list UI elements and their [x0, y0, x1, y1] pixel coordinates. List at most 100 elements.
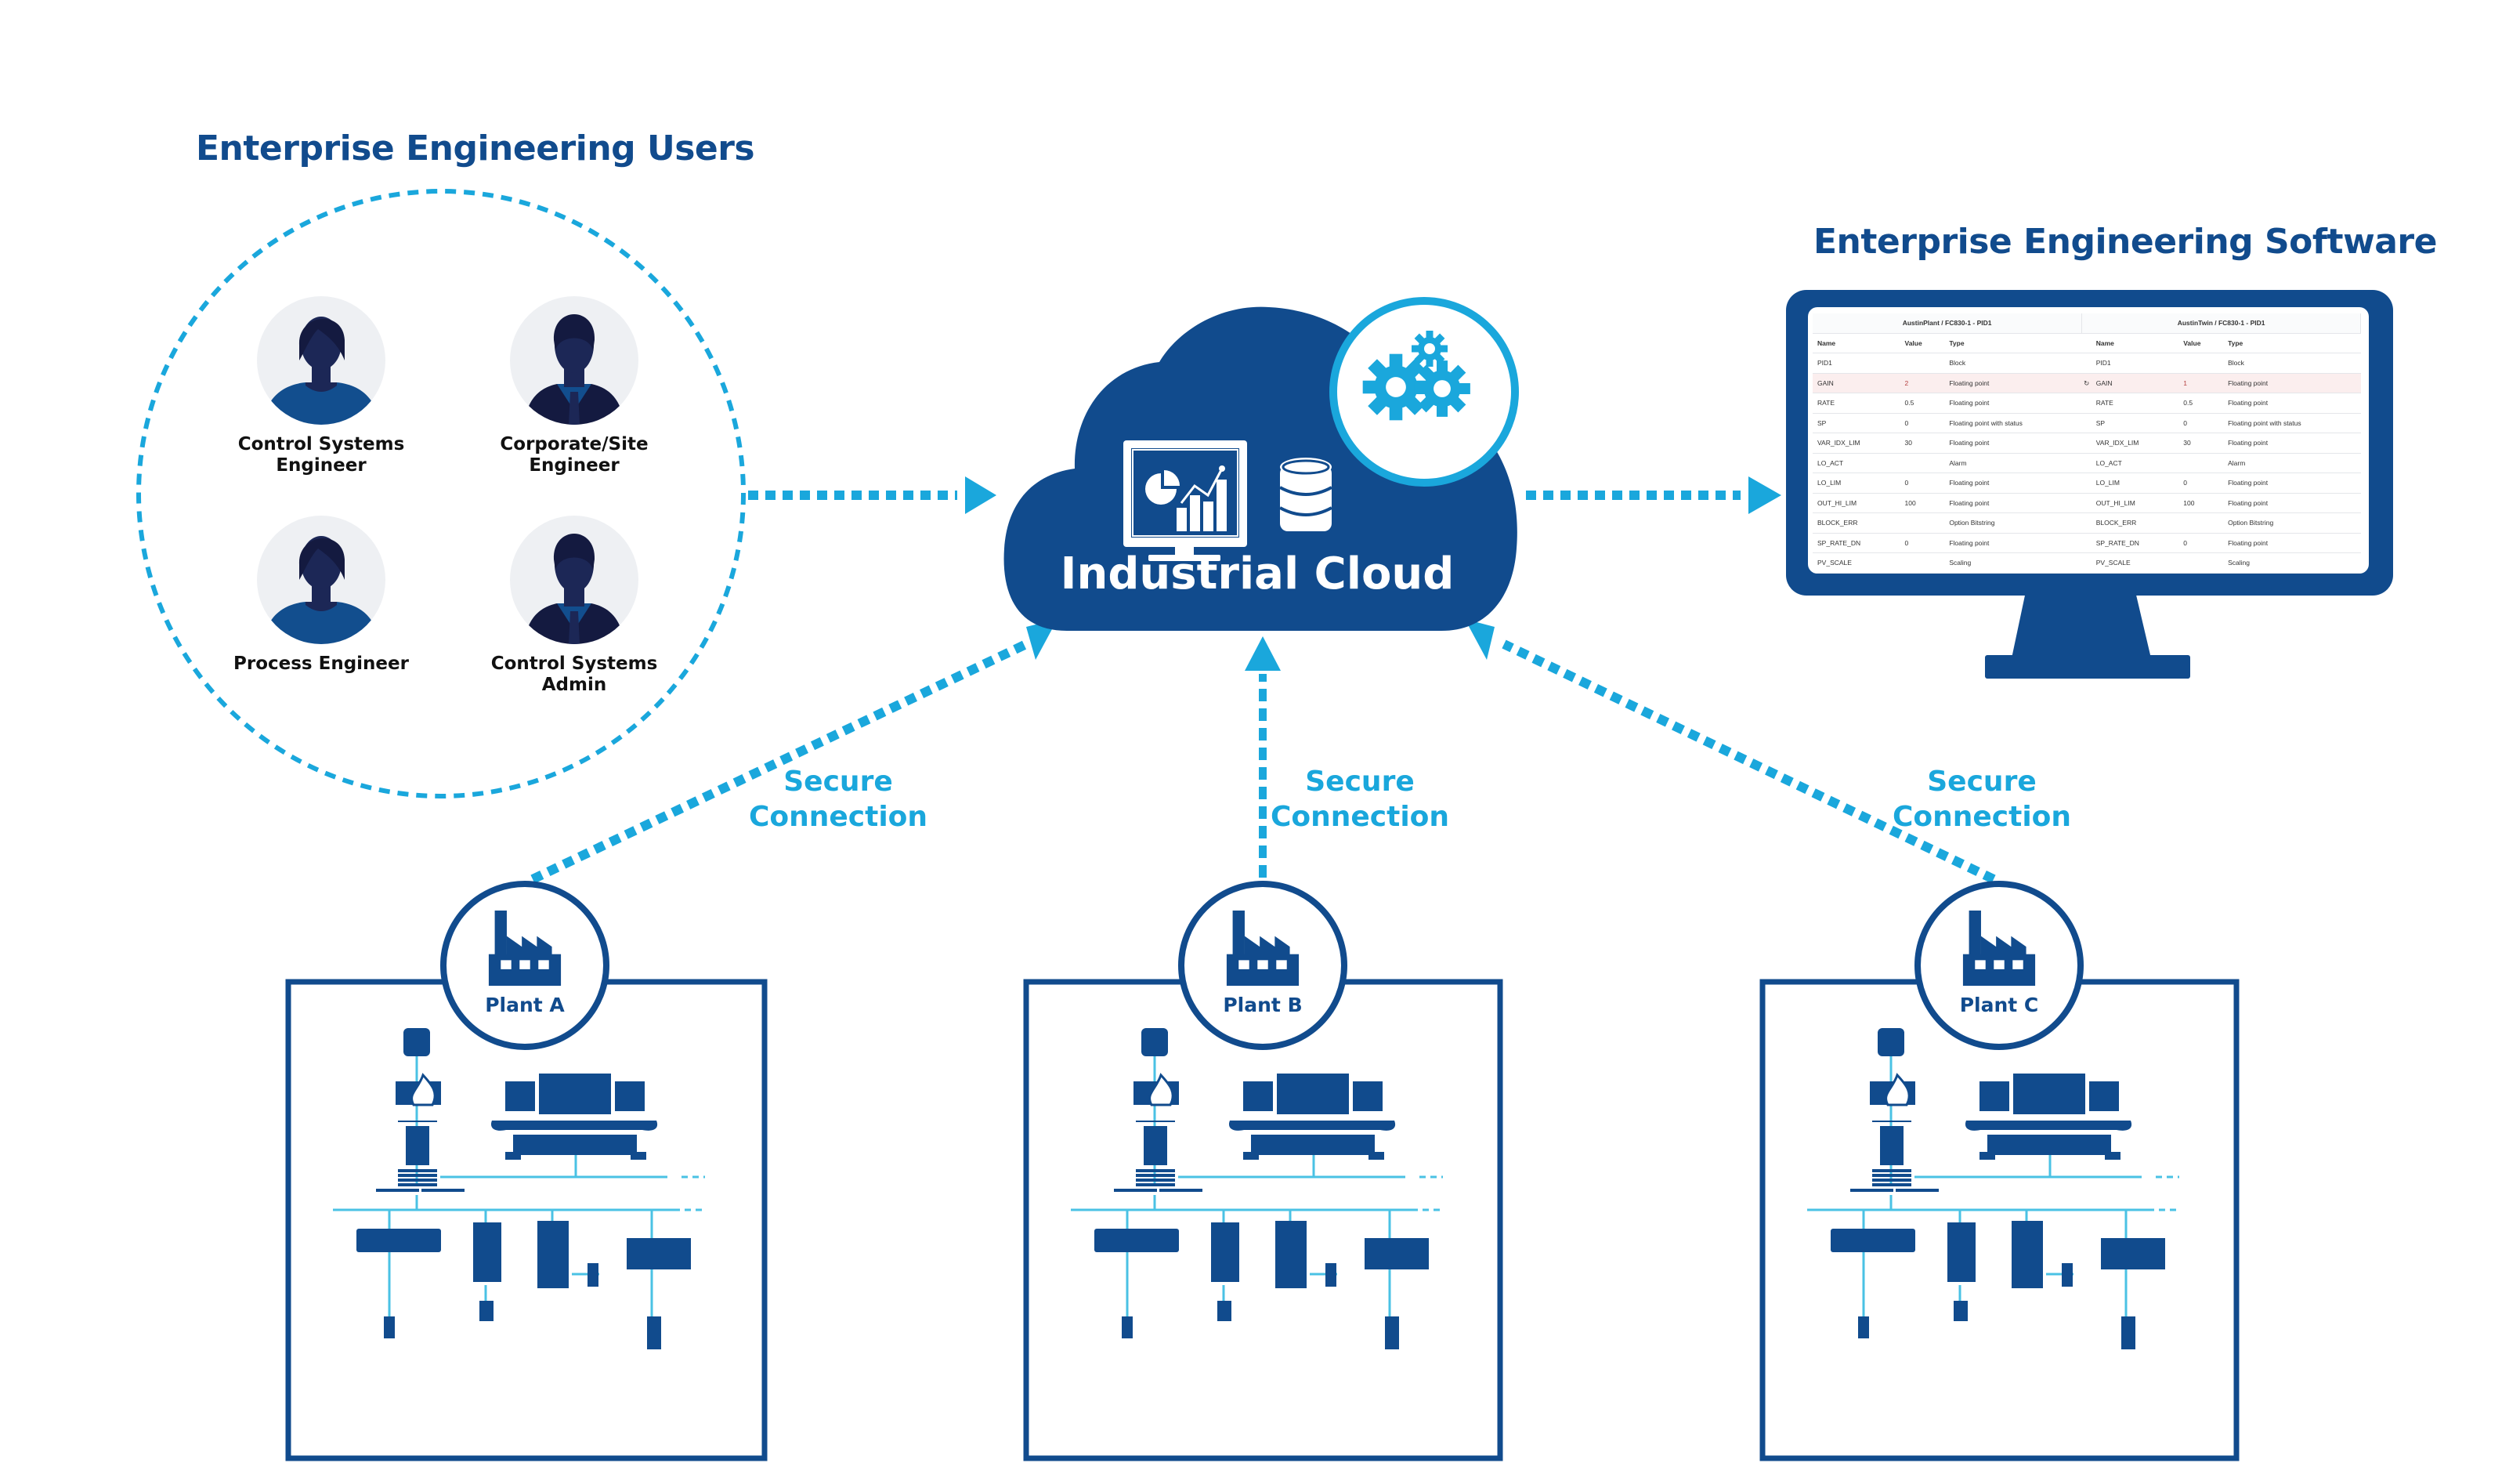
type-cell: Alarm	[2223, 453, 2361, 473]
plant-b-label: Plant B	[1223, 994, 1303, 1016]
plant-boxes	[285, 979, 2240, 1461]
name-cell: LO_ACT	[2091, 453, 2179, 473]
users-section-title: Enterprise Engineering Users	[196, 129, 755, 168]
type-cell: Floating point	[1944, 373, 2082, 393]
plant-c-connection-arrow	[1465, 619, 1996, 884]
name-cell: GAIN	[1813, 373, 1900, 393]
type-cell: Floating point	[2223, 393, 2361, 414]
column-header: Type	[2223, 333, 2361, 353]
row-gap	[2081, 473, 2092, 494]
name-cell: SP_RATE_DN	[1813, 533, 1900, 553]
value-cell	[1900, 552, 1945, 574]
name-cell: VAR_IDX_LIM	[2091, 433, 2179, 454]
type-cell: Floating point	[1944, 393, 2082, 414]
plant-a-label: Plant A	[485, 994, 565, 1016]
plant-a-connection-arrow	[530, 619, 1058, 884]
value-cell: 0.5	[1900, 393, 1945, 414]
value-cell	[2178, 512, 2224, 534]
type-cell: Block	[2223, 353, 2361, 374]
row-gap	[2081, 433, 2092, 454]
row-gap	[2081, 552, 2092, 574]
users-to-cloud-arrow	[748, 476, 996, 514]
comparison-table: AustinPlant / FC830-1 - PID1 AustinTwin …	[1813, 313, 2361, 574]
row-gap	[2081, 393, 2092, 414]
type-cell: Floating point	[1944, 493, 2082, 513]
cloud-label: Industrial Cloud	[1060, 549, 1455, 599]
type-cell: Floating point	[1944, 473, 2082, 494]
type-cell: Floating point	[1944, 533, 2082, 553]
sync-icon[interactable]: ↻	[2081, 373, 2092, 393]
value-cell: 0	[1900, 533, 1945, 553]
value-cell	[1900, 512, 1945, 534]
name-cell: VAR_IDX_LIM	[1813, 433, 1900, 454]
secure-connection-label-b: Secure Connection	[1270, 766, 1450, 833]
analytics-monitor-icon	[1123, 440, 1247, 561]
plant-b-connection-arrow	[1245, 636, 1281, 878]
column-header: Name	[1813, 333, 1900, 353]
name-cell: OUT_HI_LIM	[1813, 493, 1900, 513]
name-cell: PV_SCALE	[2091, 552, 2179, 574]
value-cell: 0	[1900, 473, 1945, 494]
column-header-row: Name Value Type Name Value Type	[1813, 333, 2361, 353]
value-cell	[2178, 552, 2224, 574]
plant-network-diagram	[1806, 1027, 2181, 1351]
name-cell: OUT_HI_LIM	[2091, 493, 2179, 513]
row-gap	[2081, 353, 2092, 374]
secure-connection-label-c: Secure Connection	[1892, 766, 2072, 833]
female-avatar-icon	[263, 536, 379, 644]
user-label-process-engineer: Process Engineer	[233, 654, 409, 674]
name-cell: BLOCK_ERR	[1813, 512, 1900, 534]
male-suit-avatar-icon	[524, 534, 624, 644]
type-cell: Scaling	[2223, 552, 2361, 574]
software-screen: AustinPlant / FC830-1 - PID1 AustinTwin …	[1808, 307, 2369, 574]
gears-icon	[1329, 297, 1519, 487]
name-cell: RATE	[2091, 393, 2179, 414]
value-cell: 0.5	[2178, 393, 2224, 414]
type-cell: Option Bitstring	[1944, 512, 2082, 534]
name-cell: SP_RATE_DN	[2091, 533, 2179, 553]
plant-c-label: Plant C	[1959, 994, 2039, 1016]
name-cell: RATE	[1813, 393, 1900, 414]
secure-connection-label-a: Secure Connection	[748, 766, 928, 833]
female-avatar-icon	[263, 317, 379, 425]
user-label-control-systems-engineer: Control Systems Engineer	[237, 434, 405, 476]
male-suit-avatar-icon	[524, 314, 624, 425]
database-icon	[1279, 458, 1332, 531]
column-header: Value	[2178, 333, 2224, 353]
plant-network-diagram	[1069, 1027, 1444, 1351]
name-cell: BLOCK_ERR	[2091, 512, 2179, 534]
row-gap	[2081, 512, 2092, 534]
name-cell: GAIN	[2091, 373, 2179, 393]
value-cell: 30	[2178, 433, 2224, 454]
name-cell: SP	[2091, 413, 2179, 433]
name-cell: LO_LIM	[2091, 473, 2179, 494]
type-cell: Floating point with status	[1944, 413, 2082, 433]
type-cell: Floating point	[2223, 493, 2361, 513]
value-cell: 100	[2178, 493, 2224, 513]
name-cell: PID1	[1813, 353, 1900, 374]
type-cell: Floating point	[1944, 433, 2082, 454]
value-cell	[2178, 353, 2224, 374]
type-cell: Floating point with status	[2223, 413, 2361, 433]
row-gap	[2081, 533, 2092, 553]
value-cell: 1	[2178, 373, 2224, 393]
row-gap	[2081, 413, 2092, 433]
value-cell	[1900, 353, 1945, 374]
column-header: Name	[2091, 333, 2179, 353]
name-cell: PID1	[2091, 353, 2179, 374]
type-cell: Scaling	[1944, 552, 2082, 574]
value-cell: 30	[1900, 433, 1945, 454]
type-cell: Alarm	[1944, 453, 2082, 473]
value-cell: 0	[1900, 413, 1945, 433]
